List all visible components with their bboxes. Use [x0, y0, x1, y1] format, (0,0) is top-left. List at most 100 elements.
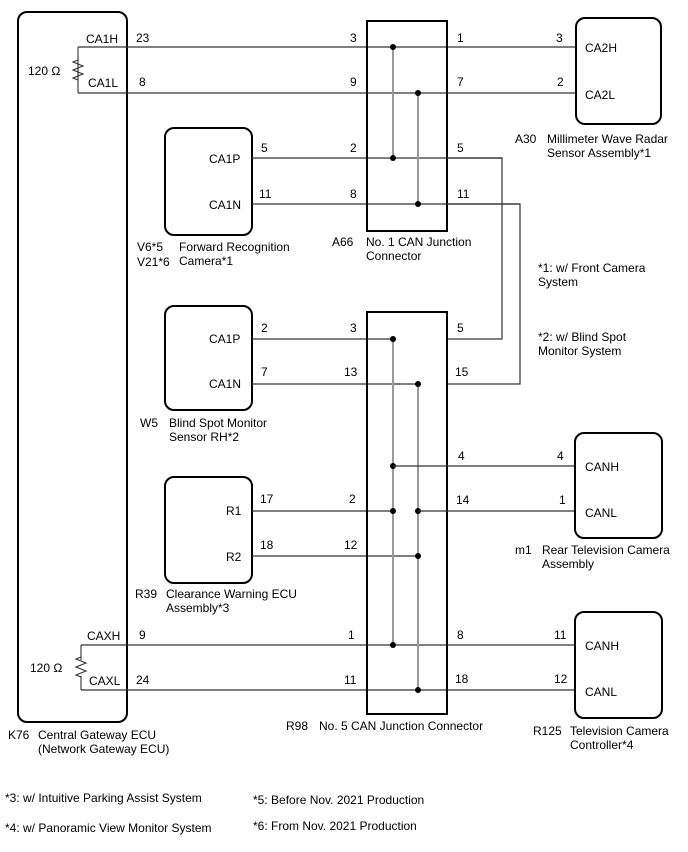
a30-pin-2: 2	[557, 75, 564, 89]
r98-left-pin: 13	[344, 365, 358, 379]
note-2-line1: *2: w/ Blind Spot	[538, 330, 627, 344]
r98-splice	[390, 336, 396, 342]
a66-right-pin: 11	[457, 187, 470, 201]
wire-a66-11-to-r98-15	[447, 203, 521, 385]
r125-body	[574, 611, 663, 719]
k76-resistor-top-value: 120 Ω	[28, 64, 60, 78]
note-1-line2: System	[538, 275, 578, 289]
k76-pin-24: 24	[136, 673, 150, 687]
resistor-icon	[74, 656, 88, 678]
r98-right-pin: 15	[455, 365, 469, 379]
k76-name-line1: Central Gateway ECU	[38, 728, 156, 742]
r98-splice	[415, 687, 421, 693]
k76-pin-9: 9	[139, 628, 146, 642]
r125-pin-12: 12	[554, 672, 568, 686]
forward-camera-terminal-ca1n: CA1N	[209, 198, 241, 212]
bsm-name-line1: Blind Spot Monitor	[169, 416, 267, 430]
r98-left-pin: 12	[344, 538, 358, 552]
clearance-terminal-r1: R1	[226, 504, 242, 518]
note-3: *3: w/ Intuitive Parking Assist System	[5, 791, 202, 805]
r125-terminal-canh: CANH	[585, 639, 619, 653]
k76-terminal-ca1h: CA1H	[86, 32, 118, 46]
forward-camera-name-line2: Camera*1	[179, 254, 233, 268]
k76-terminal-caxl: CAXL	[89, 674, 121, 688]
wire-a66-5-to-r98-5	[447, 157, 503, 340]
bsm-terminal-ca1n: CA1N	[209, 377, 241, 391]
r98-splice	[415, 381, 421, 387]
forward-camera-pin-11: 11	[259, 187, 272, 201]
component-clearance-ecu: R1 R2 17 18 R39 Clearance Warning ECU As…	[135, 476, 297, 615]
clearance-terminal-r2: R2	[226, 550, 242, 564]
a66-left-pin: 3	[350, 31, 357, 45]
bsm-terminal-ca1p: CA1P	[209, 332, 240, 346]
bsm-body	[164, 305, 253, 411]
r125-pin-11: 11	[554, 628, 567, 642]
r98-body	[366, 311, 448, 715]
m1-name-line2: Assembly	[542, 557, 594, 571]
r125-name-line2: Controller*4	[570, 738, 634, 752]
component-r98: 3 13 2 12 1 11 5 15 4 14 8 18 R98 No. 5 …	[286, 311, 483, 733]
m1-pin-1: 1	[559, 493, 566, 507]
r98-splice	[390, 508, 396, 514]
k76-name-line2: (Network Gateway ECU)	[38, 742, 169, 756]
forward-camera-pin-5: 5	[261, 141, 268, 155]
bsm-pin-2: 2	[261, 321, 268, 335]
a66-body	[366, 20, 448, 232]
r125-name-line1: Television Camera	[570, 724, 669, 738]
note-5: *5: Before Nov. 2021 Production	[253, 793, 424, 807]
r98-splice	[390, 642, 396, 648]
clearance-pin-18: 18	[260, 538, 274, 552]
m1-body	[574, 432, 663, 539]
m1-name-line1: Rear Television Camera	[542, 543, 670, 557]
clearance-name-line1: Clearance Warning ECU	[166, 587, 297, 601]
m1-terminal-canh: CANH	[585, 460, 619, 474]
component-bsm: CA1P CA1N 2 7 W5 Blind Spot Monitor Sens…	[140, 305, 268, 444]
r98-code: R98	[286, 719, 308, 733]
r98-left-pin: 2	[349, 492, 356, 506]
r98-left-pin: 1	[348, 628, 355, 642]
component-a66: 3 9 2 8 1 7 5 11 A66 No. 1 CAN Junction …	[332, 20, 471, 263]
a66-right-pin: 1	[457, 31, 464, 45]
note-1-line1: *1: w/ Front Camera	[538, 261, 646, 275]
a30-name-line1: Millimeter Wave Radar	[547, 132, 668, 146]
forward-camera-code-2: V21*6	[137, 255, 170, 269]
a66-left-pin: 8	[350, 187, 357, 201]
component-m1: CANH CANL 4 1 m1 Rear Television Camera …	[515, 432, 670, 571]
bsm-code: W5	[140, 416, 158, 430]
k76-terminal-ca1l: CA1L	[88, 76, 118, 90]
r125-terminal-canl: CANL	[585, 685, 617, 699]
k76-pin-8: 8	[139, 75, 146, 89]
clearance-name-line2: Assembly*3	[166, 601, 230, 615]
a66-splice	[390, 155, 396, 161]
resistor-icon	[71, 59, 85, 81]
a30-name-line2: Sensor Assembly*1	[547, 146, 651, 160]
bsm-name-line2: Sensor RH*2	[169, 430, 239, 444]
a30-pin-3: 3	[556, 31, 563, 45]
r98-name: No. 5 CAN Junction Connector	[319, 719, 483, 733]
a66-left-pin: 9	[350, 75, 357, 89]
m1-code: m1	[515, 543, 532, 557]
k76-resistor-bottom-value: 120 Ω	[30, 661, 62, 675]
forward-camera-code-1: V6*5	[137, 240, 163, 254]
clearance-code: R39	[135, 587, 157, 601]
a30-code: A30	[515, 132, 537, 146]
a30-terminal-ca2h: CA2H	[585, 41, 617, 55]
component-forward-camera: CA1P CA1N 5 11 V6*5 V21*6 Forward Recogn…	[137, 127, 290, 269]
note-2-line2: Monitor System	[538, 344, 621, 358]
a66-left-pin: 2	[350, 141, 357, 155]
r98-splice	[415, 553, 421, 559]
a66-right-pin: 5	[457, 141, 464, 155]
note-4: *4: w/ Panoramic View Monitor System	[5, 821, 212, 835]
clearance-ecu-body	[164, 476, 253, 584]
k76-body	[17, 11, 128, 723]
component-a30: CA2H CA2L 3 2 A30 Millimeter Wave Radar …	[515, 17, 668, 160]
component-r125: CANH CANL 11 12 R125 Television Camera C…	[533, 611, 669, 752]
a30-body	[575, 17, 662, 125]
a66-code: A66	[332, 235, 354, 249]
k76-pin-23: 23	[136, 31, 150, 45]
a66-splice	[415, 90, 421, 96]
m1-terminal-canl: CANL	[585, 506, 617, 520]
k76-code: K76	[8, 728, 30, 742]
clearance-pin-17: 17	[260, 492, 274, 506]
